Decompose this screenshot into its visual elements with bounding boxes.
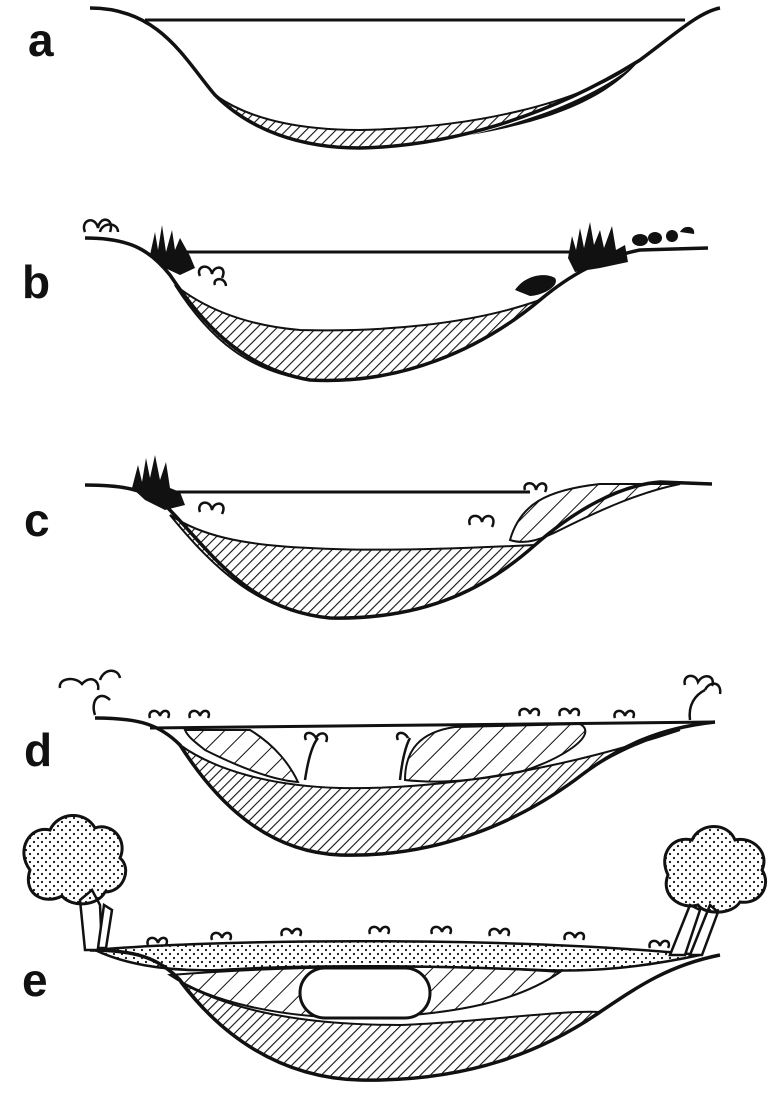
open-water-remnant-e <box>300 968 430 1018</box>
tree-icon <box>665 827 766 956</box>
basin-outline-a <box>90 8 720 148</box>
floating-leaf-plant-icon <box>199 483 546 527</box>
surface-plants-d <box>149 709 633 718</box>
panel-label-e: e <box>22 954 48 1006</box>
emergent-reeds-left-b <box>150 225 195 275</box>
marsh-fill-right-c <box>510 484 680 542</box>
panel-c: c <box>24 455 712 618</box>
panel-label-c: c <box>24 494 50 546</box>
sediment-layer-c <box>170 515 535 618</box>
panel-e: e <box>22 815 766 1080</box>
panel-b: b <box>22 220 708 381</box>
emergent-reeds-right-b <box>568 222 628 272</box>
tree-icon <box>24 815 126 950</box>
emergent-reeds-left-c <box>132 455 185 510</box>
panel-label-d: d <box>24 724 52 776</box>
shoreline-plants-right-b <box>632 227 694 246</box>
panel-label-a: a <box>28 14 54 66</box>
water-surface-d <box>150 722 715 728</box>
sediment-layer-b <box>175 285 540 380</box>
panel-a: a <box>28 8 720 148</box>
panel-d: d <box>24 671 720 855</box>
panel-label-b: b <box>22 256 50 308</box>
